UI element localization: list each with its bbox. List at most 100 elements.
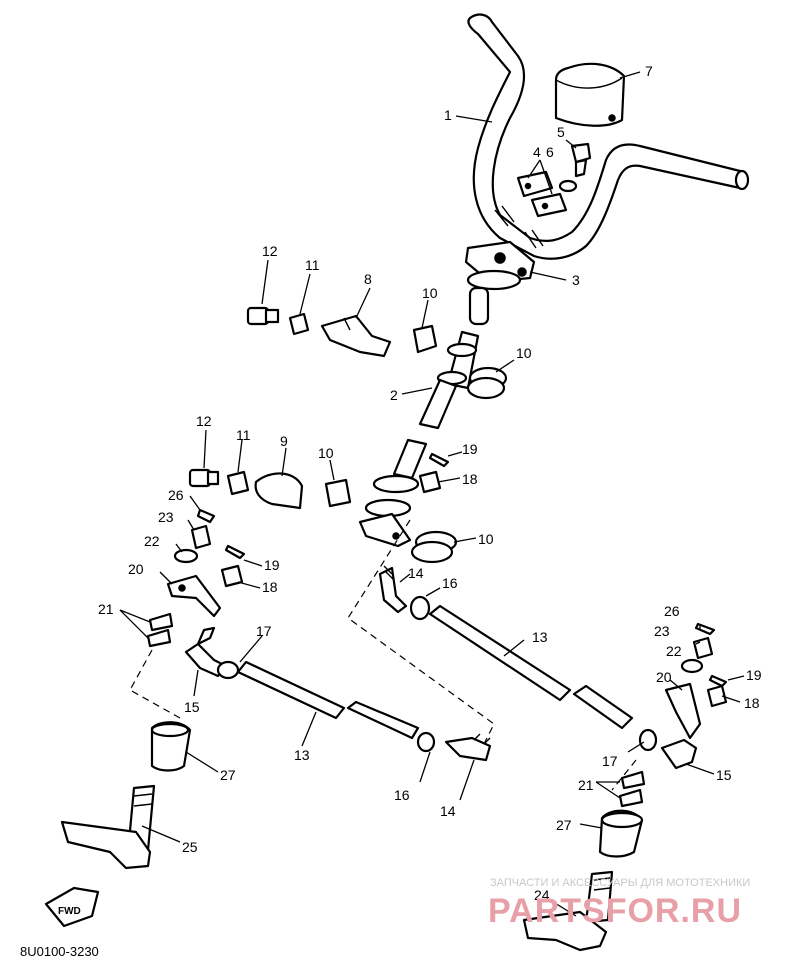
callout-13-right: 13 [532,629,548,645]
steering-column [358,330,480,548]
column-bracket-lower [254,472,304,510]
callout-11-lower: 11 [236,427,251,443]
holder-bolt [570,142,592,178]
locknut-centre [409,595,431,621]
castle-nut-left-2 [220,564,244,588]
handlebar-holder-upper [516,170,568,218]
callout-2: 2 [390,387,398,403]
callout-4: 4 [533,144,541,160]
knuckle-right [522,870,614,952]
cotter-pin-right-2 [708,674,728,688]
locknut-right [638,728,658,752]
callout-13-left: 13 [294,747,310,763]
callout-14-left: 14 [440,803,456,819]
castle-nut-right-2 [706,684,728,708]
callout-18-centre: 18 [462,471,478,487]
callout-9: 9 [280,433,288,449]
watermark-brand: PARTSFOR.RU [488,892,742,930]
callout-15-right: 15 [716,767,732,783]
bracket-bolt-upper [246,306,280,326]
callout-18-right: 18 [744,695,760,711]
tie-rod-end-left-2 [444,733,492,762]
callout-22-right: 22 [666,643,682,659]
leader-lines [119,71,745,917]
holder-washer [558,179,578,193]
pitman-arm-right [664,682,702,740]
callout-16-right: 16 [442,575,458,591]
tie-rod-end-right [660,738,698,770]
callout-21-left: 21 [98,601,114,617]
bushing-1 [412,324,438,354]
bushing-4 [410,530,458,564]
callout-12-upper: 12 [262,243,278,259]
cotter-pin-right [694,622,716,636]
boot-right [598,809,644,858]
castle-nut-left [190,524,212,550]
callout-23-left: 23 [158,509,174,525]
callout-10-d: 10 [478,531,494,547]
pitman-arm-left [166,574,222,618]
callout-18-left: 18 [262,579,278,595]
watermark: ЗАПЧАСТИ И АКСЕССУАРЫ ДЛЯ МОТОТЕХНИКИ PA… [488,877,750,930]
boot-left [150,721,192,772]
callout-10-c: 10 [318,445,334,461]
washer-right [680,658,704,674]
locknut-left [216,660,240,680]
drawing-code: 8U0100-3230 [20,944,99,959]
callout-19-right: 19 [746,667,762,683]
callout-27-left: 27 [220,767,236,783]
callout-20-right: 20 [656,669,672,685]
bracket-nut-upper [288,312,310,336]
callout-19-centre: 19 [462,441,478,457]
knuckle-left [60,784,156,870]
callouts: 1 7 5 4 6 3 12 11 8 10 10 2 12 11 9 10 1… [98,63,762,903]
callout-15-left: 15 [184,699,200,715]
callout-20-left: 20 [128,561,144,577]
callout-1: 1 [444,107,452,123]
callout-26-right: 26 [664,603,680,619]
callout-10-a: 10 [422,285,438,301]
callout-22-left: 22 [144,533,160,549]
clip-right [618,770,646,808]
callout-12-lower: 12 [196,413,212,429]
callout-24: 24 [534,887,550,903]
callout-17-right: 17 [602,753,618,769]
fwd-label: FWD [58,906,81,917]
bracket-bolt-lower [188,468,220,488]
locknut-left-2 [416,731,436,753]
bracket-nut-lower [226,470,250,496]
castle-nut-right [692,636,714,660]
handlebar-pad [554,62,626,127]
callout-3: 3 [572,272,580,288]
callout-26-left: 26 [168,487,184,503]
handlebar-holder-lower [464,240,536,326]
callout-19-left: 19 [264,557,280,573]
callout-16-left: 16 [394,787,410,803]
callout-17-left: 17 [256,623,272,639]
cotter-pin-left-2 [224,544,246,560]
callout-14-centre: 14 [408,565,424,581]
handlebar [467,13,750,260]
cotter-pin-left [196,508,216,524]
watermark-caption: ЗАПЧАСТИ И АКСЕССУАРЫ ДЛЯ МОТОТЕХНИКИ [490,877,750,889]
callout-10-b: 10 [516,345,532,361]
callout-5: 5 [557,124,565,140]
tie-rod-end-centre [378,565,408,614]
callout-21-right: 21 [578,777,594,793]
tie-rod-right [428,604,634,730]
bushing-2 [466,366,508,400]
tie-rod-left [236,660,420,740]
callout-25: 25 [182,839,198,855]
cotter-pin-centre [428,452,450,468]
clip-left [146,612,174,648]
bushing-3 [324,478,352,508]
column-bracket-upper [320,314,392,358]
callout-7: 7 [645,63,653,79]
callout-23-right: 23 [654,623,670,639]
callout-11-upper: 11 [305,257,320,273]
fwd-arrow-icon: FWD [44,886,100,928]
washer-left [173,548,199,564]
callout-6: 6 [546,144,554,160]
callout-27-right: 27 [556,817,572,833]
